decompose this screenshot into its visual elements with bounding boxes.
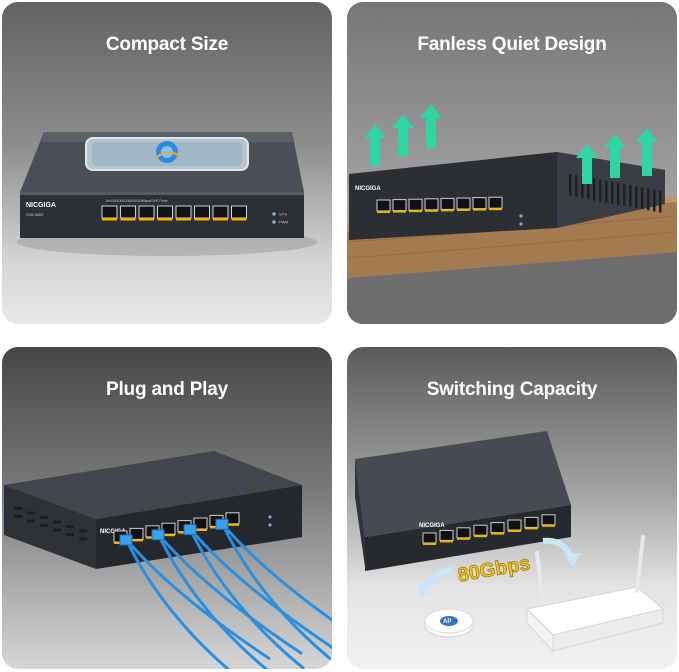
svg-text:NICGIGA: NICGIGA	[355, 186, 381, 192]
port-row	[101, 205, 247, 221]
up-arrow-icon	[636, 128, 658, 176]
switch-on-shelf-illustration: NICGIGA	[347, 104, 677, 324]
rj45-port	[225, 512, 240, 526]
rj45-port	[212, 205, 229, 221]
router-icon	[525, 535, 665, 653]
access-point-icon: AP	[424, 608, 474, 638]
rj45-port	[120, 205, 136, 221]
rj45-port	[138, 205, 155, 221]
rj45-port	[194, 205, 210, 221]
ports-label: 8x100/1000/2500/5000Mbps/SVE Ports	[106, 199, 168, 203]
ethernet-cables	[119, 518, 332, 669]
ethernet-cable	[151, 529, 303, 669]
rj45-port	[129, 527, 144, 542]
rj45-port	[101, 205, 118, 221]
up-arrow-icon	[604, 134, 626, 178]
svg-text:PWR: PWR	[279, 220, 288, 225]
rj45-port	[376, 199, 391, 213]
panel-title: Switching Capacity	[426, 379, 598, 400]
switch-top	[355, 431, 571, 537]
rj45-port	[541, 514, 556, 527]
rj45-port	[473, 524, 488, 538]
svg-text:NICGIGA: NICGIGA	[419, 523, 445, 529]
rj45-port	[440, 197, 455, 212]
panel-title: Plug and Play	[106, 379, 228, 400]
rj45-port	[231, 205, 247, 221]
rj45-port	[422, 532, 437, 545]
panel-switching-capacity: Switching Capacity NICGIGA 80Gbps AP	[347, 347, 677, 669]
rj45-port	[392, 199, 407, 213]
panel-compact-size: Compact Size NICGIGA S08-0800 8x100/1000…	[2, 2, 332, 324]
smartphone-icon	[85, 137, 249, 171]
panel-plug-and-play: Plug and Play NICGIGA	[2, 347, 332, 669]
svg-text:SYS: SYS	[279, 212, 287, 217]
rj45-port	[175, 205, 192, 221]
panel-title: Compact Size	[105, 34, 229, 55]
rj45-port	[507, 519, 522, 532]
svg-text:AP: AP	[443, 619, 451, 625]
up-arrow-icon	[392, 114, 414, 156]
switch-front	[349, 152, 557, 240]
rj45-port	[488, 196, 503, 211]
rj45-port	[490, 522, 505, 535]
airflow-arrows	[364, 104, 658, 184]
rj45-port	[424, 198, 439, 212]
rj45-port	[524, 516, 539, 530]
rj45-port	[193, 517, 208, 531]
led-pwr	[272, 220, 276, 224]
up-arrow-icon	[364, 124, 386, 166]
panel-fanless-quiet-design: Fanless Quiet Design NICGIGA	[347, 2, 677, 324]
rj45-port	[472, 197, 487, 211]
switch-top	[4, 451, 302, 519]
ethernet-cable	[183, 524, 332, 669]
panel-title: Fanless Quiet Design	[417, 34, 607, 55]
up-arrow-icon	[576, 144, 598, 184]
rj45-port	[439, 529, 454, 543]
ethernet-cable	[119, 534, 271, 669]
switch-with-router-and-ap-illustration: NICGIGA 80Gbps AP	[355, 431, 665, 653]
switch-with-cables-illustration: NICGIGA	[4, 451, 332, 669]
rj45-port	[161, 522, 176, 537]
rj45-port	[157, 205, 173, 221]
rj45-port	[408, 198, 423, 213]
right-arrow-icon	[542, 537, 581, 567]
model-label: S08-0800	[26, 212, 44, 217]
ethernet-cable	[215, 518, 332, 663]
led-sys	[272, 212, 276, 216]
brand-label: NICGIGA	[26, 202, 56, 209]
rj45-port	[456, 197, 471, 211]
switch-with-phone-illustration: NICGIGA S08-0800 8x100/1000/2500/5000Mbp…	[17, 132, 317, 256]
capacity-label: 80Gbps	[456, 552, 532, 586]
left-arrow-icon	[417, 566, 454, 599]
up-arrow-icon	[420, 104, 442, 148]
svg-text:NICGIGA: NICGIGA	[100, 529, 126, 535]
vent-slots	[569, 174, 662, 213]
rj45-port	[456, 527, 471, 540]
